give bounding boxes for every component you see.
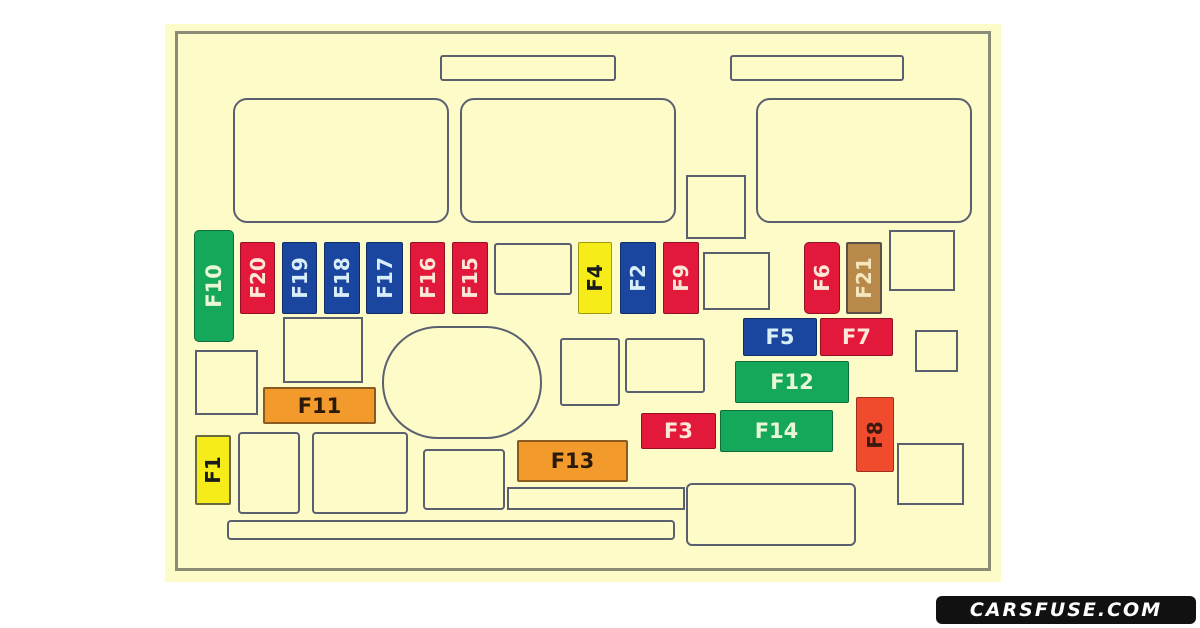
fuse-label: F1 bbox=[200, 456, 225, 484]
fuse-f3[interactable]: F3 bbox=[641, 413, 716, 449]
fuse-label: F3 bbox=[664, 419, 693, 443]
block-right-low bbox=[897, 443, 964, 505]
fuse-label: F7 bbox=[842, 325, 871, 349]
fuse-f8[interactable]: F8 bbox=[856, 397, 894, 472]
fuse-label: F8 bbox=[862, 420, 887, 449]
fuse-f14[interactable]: F14 bbox=[720, 410, 833, 452]
fuse-box-frame bbox=[175, 31, 991, 571]
oval-connector bbox=[382, 326, 542, 439]
fuse-label: F19 bbox=[287, 257, 312, 299]
strip-bottom-mid bbox=[507, 487, 685, 510]
fuse-f7[interactable]: F7 bbox=[820, 318, 893, 356]
fuse-f5[interactable]: F5 bbox=[743, 318, 817, 356]
fuse-label: F16 bbox=[415, 257, 440, 299]
fuse-label: F13 bbox=[550, 449, 595, 473]
fuse-label: F6 bbox=[809, 264, 834, 292]
relay-2 bbox=[460, 98, 676, 223]
block-bottom-2 bbox=[312, 432, 408, 514]
small-block-top-right bbox=[889, 230, 955, 291]
slot-empty-1 bbox=[494, 243, 572, 295]
fuse-f18[interactable]: F18 bbox=[324, 242, 360, 314]
fuse-f2[interactable]: F2 bbox=[620, 242, 656, 314]
fuse-label: F5 bbox=[765, 325, 795, 349]
small-block-top-mid bbox=[686, 175, 746, 239]
fuse-f17[interactable]: F17 bbox=[366, 242, 403, 314]
fuse-f15[interactable]: F15 bbox=[452, 242, 488, 314]
fuse-label: F2 bbox=[625, 264, 650, 292]
fuse-f9[interactable]: F9 bbox=[663, 242, 699, 314]
top-slot-left bbox=[440, 55, 616, 81]
relay-1 bbox=[233, 98, 449, 223]
block-bottom-3 bbox=[423, 449, 505, 510]
fuse-f11[interactable]: F11 bbox=[263, 387, 376, 424]
fuse-f21[interactable]: F21 bbox=[846, 242, 882, 314]
fuse-f20[interactable]: F20 bbox=[240, 242, 275, 314]
fuse-f6[interactable]: F6 bbox=[804, 242, 840, 314]
strip-bottom-long bbox=[227, 520, 675, 540]
fuse-f10[interactable]: F10 bbox=[194, 230, 234, 342]
block-mid-1 bbox=[560, 338, 620, 406]
fuse-label: F18 bbox=[330, 257, 354, 299]
fuse-label: F11 bbox=[297, 393, 342, 418]
fuse-label: F10 bbox=[202, 264, 227, 308]
block-left bbox=[195, 350, 258, 415]
top-slot-right bbox=[730, 55, 904, 81]
block-mid-2 bbox=[625, 338, 705, 393]
slot-empty-2 bbox=[703, 252, 770, 310]
relay-3 bbox=[756, 98, 972, 223]
small-square-right bbox=[915, 330, 958, 372]
fuse-label: F4 bbox=[582, 264, 607, 292]
block-bottom-1 bbox=[238, 432, 300, 514]
fuse-f13[interactable]: F13 bbox=[517, 440, 628, 482]
block-bottom-right bbox=[686, 483, 856, 546]
fuse-label: F21 bbox=[852, 257, 876, 299]
fuse-label: F12 bbox=[770, 370, 814, 394]
block-under-f19 bbox=[283, 317, 363, 383]
fuse-label: F14 bbox=[754, 419, 799, 443]
fuse-f19[interactable]: F19 bbox=[282, 242, 317, 314]
fuse-label: F9 bbox=[668, 264, 693, 292]
fuse-label: F17 bbox=[372, 257, 397, 299]
fuse-f16[interactable]: F16 bbox=[410, 242, 445, 314]
fuse-label: F15 bbox=[458, 257, 482, 299]
fuse-f1[interactable]: F1 bbox=[195, 435, 231, 505]
carsfuse-watermark: CARSFUSE.COM bbox=[936, 596, 1196, 624]
fuse-f12[interactable]: F12 bbox=[735, 361, 849, 403]
fuse-f4[interactable]: F4 bbox=[578, 242, 612, 314]
fuse-label: F20 bbox=[245, 257, 270, 299]
